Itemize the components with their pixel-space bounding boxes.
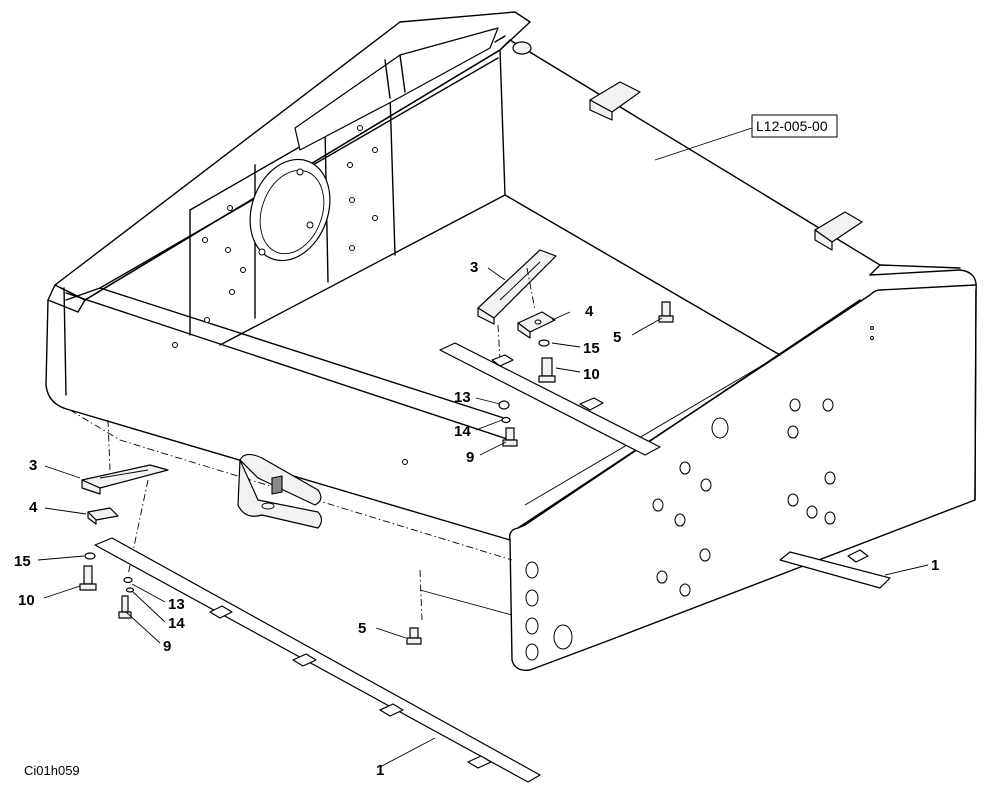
part-label-4-left: 4	[29, 499, 38, 516]
part-label-1-right: 1	[931, 557, 939, 574]
drawing-id: Ci01h059	[24, 763, 80, 778]
reference-label: L12-005-00	[756, 118, 828, 134]
part-label-14-left: 14	[168, 615, 185, 632]
part-label-9-left: 9	[163, 638, 171, 655]
reference-callout: L12-005-00	[751, 114, 838, 138]
frame-body	[45, 11, 977, 671]
inner-wall-panel	[172, 27, 499, 465]
part-label-1-bottom: 1	[376, 762, 384, 779]
part-label-14-mid: 14	[454, 423, 471, 440]
part-label-13-left: 13	[168, 596, 185, 613]
part-label-15-left: 15	[14, 553, 31, 570]
left-parts	[79, 419, 891, 783]
part-label-4-mid: 4	[585, 303, 594, 320]
part-label-9-mid: 9	[466, 449, 474, 466]
part-label-10-left: 10	[18, 592, 35, 609]
leader-lines	[37, 127, 929, 768]
part-label-15-mid: 15	[583, 340, 600, 357]
front-hook	[237, 453, 323, 529]
back-rim-hardware	[512, 41, 863, 251]
end-plate-holes	[525, 326, 874, 661]
part-label-10-mid: 10	[583, 366, 600, 383]
part-label-13-mid: 13	[454, 389, 471, 406]
center-parts	[439, 249, 674, 456]
part-label-5-bottom: 5	[358, 620, 366, 637]
part-label-3-mid: 3	[470, 259, 478, 276]
part-label-5-mid: 5	[613, 329, 621, 346]
part-label-3-left: 3	[29, 457, 37, 474]
